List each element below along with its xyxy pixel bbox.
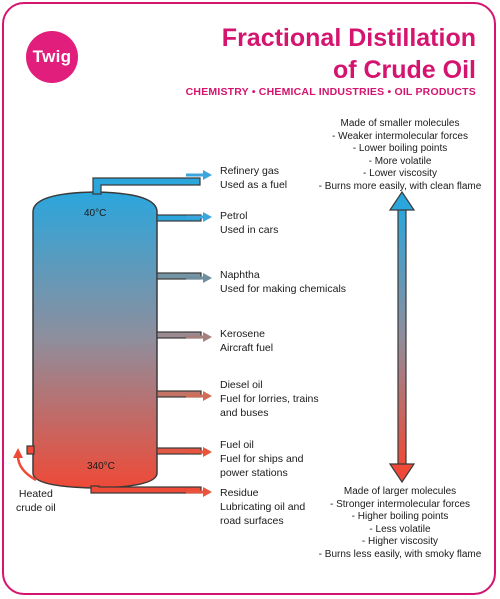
fraction-use-continued: and buses bbox=[220, 407, 269, 419]
fraction-kerosene: Kerosene Aircraft fuel bbox=[220, 327, 273, 355]
property-line: - Weaker intermolecular forces bbox=[332, 130, 468, 142]
subtitle: CHEMISTRY • CHEMICAL INDUSTRIES • OIL PR… bbox=[185, 86, 476, 98]
feed-line-1: Heated bbox=[18, 488, 53, 500]
large-molecule-properties: Made of larger molecules - Stronger inte… bbox=[300, 486, 500, 561]
fraction-name: Kerosene bbox=[220, 328, 265, 340]
property-line: - Lower viscosity bbox=[363, 168, 437, 179]
gas-outlet-pipe bbox=[92, 177, 201, 195]
fraction-name: Petrol bbox=[220, 210, 248, 222]
heated-crude-oil-label: Heated crude oil bbox=[16, 487, 56, 515]
property-line: - Stronger intermolecular forces bbox=[329, 498, 471, 510]
fraction-residue: Residue Lubricating oil and road surface… bbox=[220, 486, 305, 528]
property-line: - Higher boiling points bbox=[351, 511, 449, 522]
fraction-use: Lubricating oil and bbox=[220, 501, 306, 513]
fraction-use: Fuel for ships and bbox=[220, 453, 304, 465]
fraction-diesel-oil: Diesel oil Fuel for lorries, trains and … bbox=[220, 378, 319, 420]
arrow-refinery-gas bbox=[186, 170, 212, 180]
feed-line-2: crude oil bbox=[16, 502, 56, 514]
fraction-fuel-oil: Fuel oil Fuel for ships and power statio… bbox=[220, 438, 303, 480]
arrow-fuel-oil bbox=[186, 447, 212, 457]
property-line: Made of smaller molecules bbox=[340, 118, 460, 129]
title-line-2: of Crude Oil bbox=[332, 56, 476, 84]
fraction-name: Refinery gas bbox=[220, 165, 279, 177]
arrow-kerosene bbox=[186, 332, 212, 342]
arrow-residue bbox=[186, 487, 212, 497]
small-molecule-properties: Made of smaller molecules - Weaker inter… bbox=[300, 118, 500, 193]
top-temperature: 40°C bbox=[84, 208, 107, 219]
fraction-use: Used as a fuel bbox=[220, 179, 288, 191]
naphtha-outlet-pipe bbox=[156, 272, 202, 280]
fraction-name: Residue bbox=[220, 487, 259, 499]
property-line: - More volatile bbox=[368, 155, 432, 167]
fraction-use: Fuel for lorries, trains bbox=[220, 393, 319, 405]
arrow-heated-crude-oil bbox=[13, 448, 37, 482]
property-line: - Lower boiling points bbox=[352, 143, 448, 154]
fractionating-column bbox=[32, 191, 158, 489]
bottom-temperature: 340°C bbox=[87, 461, 115, 472]
arrow-diesel-oil bbox=[186, 391, 212, 401]
twig-logo: Twig bbox=[26, 31, 78, 83]
property-line: - Burns more easily, with clean flame bbox=[318, 180, 482, 192]
fraction-use: Aircraft fuel bbox=[220, 342, 274, 354]
fraction-use-continued: power stations bbox=[220, 467, 288, 479]
arrow-petrol bbox=[186, 212, 212, 222]
properties-double-arrow bbox=[388, 190, 416, 484]
property-line: - Less volatile bbox=[369, 523, 431, 535]
property-line: Made of larger molecules bbox=[343, 486, 457, 497]
fraction-name: Diesel oil bbox=[220, 379, 263, 391]
fraction-naphtha: Naphtha Used for making chemicals bbox=[220, 268, 346, 296]
residue-outlet-pipe bbox=[90, 485, 202, 494]
fraction-petrol: Petrol Used in cars bbox=[220, 209, 278, 237]
property-line: - Higher viscosity bbox=[361, 536, 439, 547]
crude-oil-inlet-pipe bbox=[26, 445, 35, 455]
fraction-use: Used in cars bbox=[220, 224, 279, 236]
property-line: - Burns less easily, with smoky flame bbox=[318, 548, 482, 560]
arrow-naphtha bbox=[186, 273, 212, 283]
fraction-name: Fuel oil bbox=[220, 439, 254, 451]
page-title: Fractional Distillation of Crude Oil bbox=[222, 22, 476, 86]
fraction-refinery-gas: Refinery gas Used as a fuel bbox=[220, 164, 287, 192]
diesel-outlet-pipe bbox=[156, 390, 202, 398]
fraction-use: Used for making chemicals bbox=[220, 283, 347, 295]
fraction-use-continued: road surfaces bbox=[220, 515, 284, 527]
kerosene-outlet-pipe bbox=[156, 331, 202, 339]
title-line-1: Fractional Distillation bbox=[221, 24, 476, 52]
page-border bbox=[2, 2, 496, 595]
fraction-name: Naphtha bbox=[220, 269, 260, 281]
